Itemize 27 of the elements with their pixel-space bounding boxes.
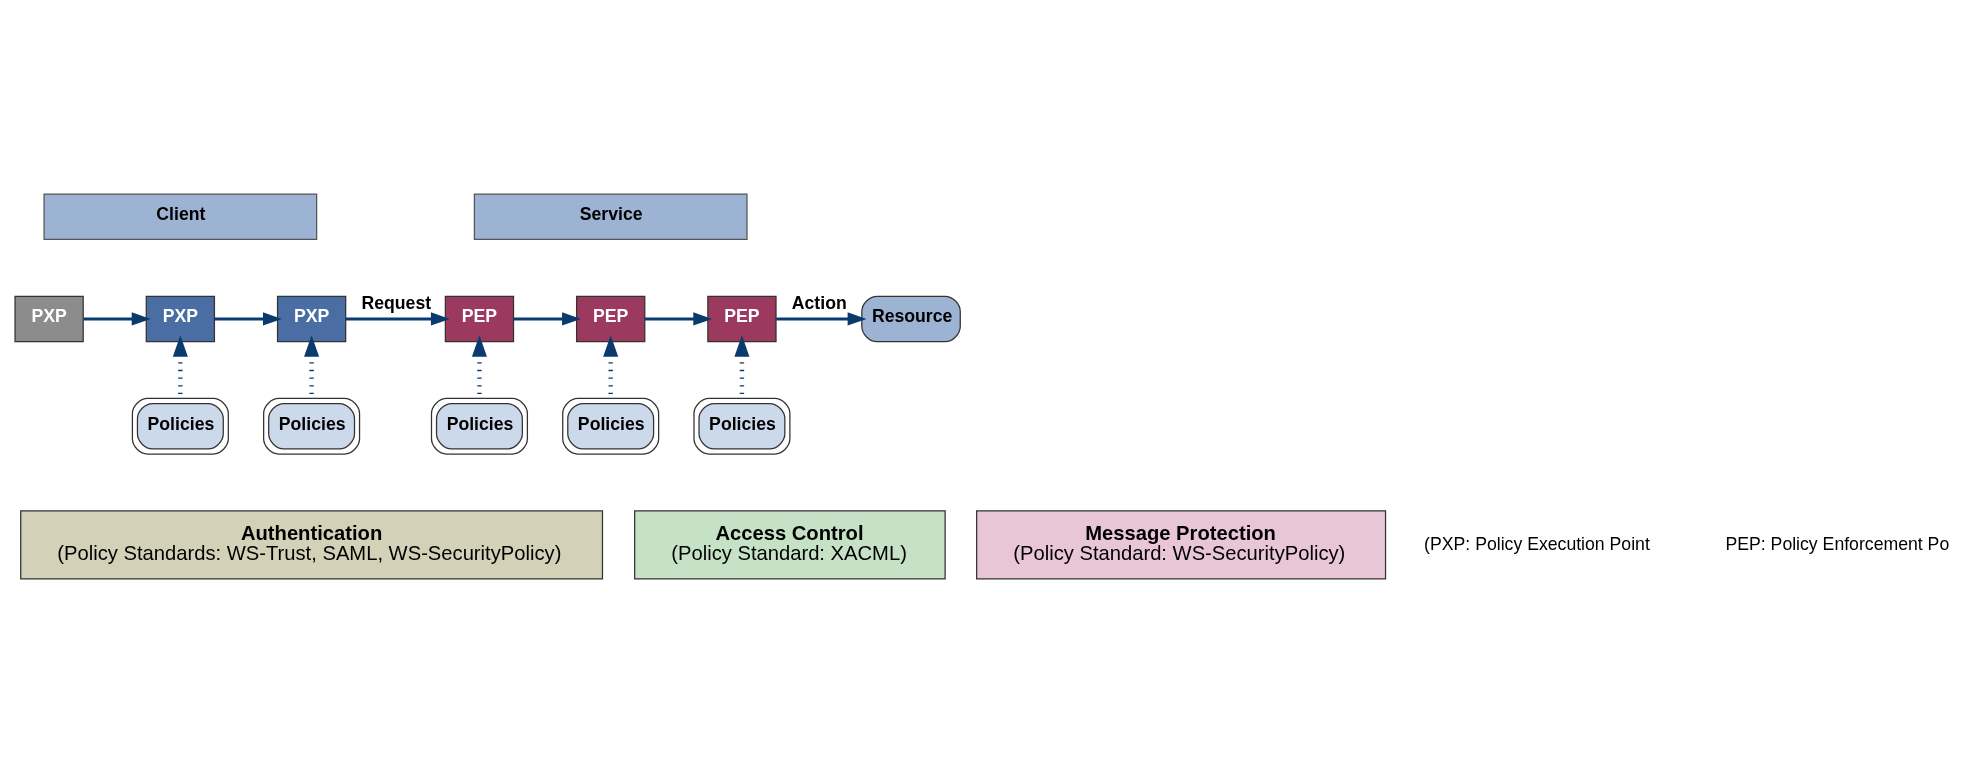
node-box: Service bbox=[473, 193, 748, 241]
node-box: PEP bbox=[707, 295, 777, 343]
node-box: Policies bbox=[693, 397, 791, 455]
node-box: Policies bbox=[562, 397, 660, 455]
node-box: PXP bbox=[14, 295, 84, 343]
node-box: Client bbox=[43, 193, 318, 241]
node-box: Policies bbox=[131, 397, 229, 455]
node-box: PEP bbox=[444, 295, 515, 343]
arrow bbox=[776, 312, 867, 326]
arrow bbox=[83, 312, 151, 326]
node-box: PEP bbox=[576, 295, 646, 343]
arrow bbox=[346, 312, 450, 326]
node-box: Policies bbox=[430, 397, 529, 455]
node-box: Message Protection (Policy Standard: WS-SecurityPolicy) bbox=[976, 510, 1387, 580]
arrow bbox=[214, 312, 282, 326]
edge-label: Request bbox=[361, 293, 432, 314]
node-box: PXP bbox=[276, 295, 347, 343]
arrow bbox=[513, 312, 581, 326]
node-box: Access Control (Policy Standard: XACML) bbox=[634, 510, 946, 580]
node-box: PXP bbox=[145, 295, 216, 343]
node-box: Policies bbox=[263, 397, 361, 455]
label: (PXP: Policy Execution Point bbox=[1424, 533, 1650, 554]
arrow bbox=[645, 312, 713, 326]
node-box: Authentication (Policy Standards: WS-Trust, SAML, WS-SecurityPolicy) bbox=[20, 510, 604, 580]
label: PEP: Policy Enforcement Po bbox=[1725, 533, 1950, 554]
edge-label: Action bbox=[791, 293, 847, 314]
node-box: Resource bbox=[861, 295, 961, 343]
